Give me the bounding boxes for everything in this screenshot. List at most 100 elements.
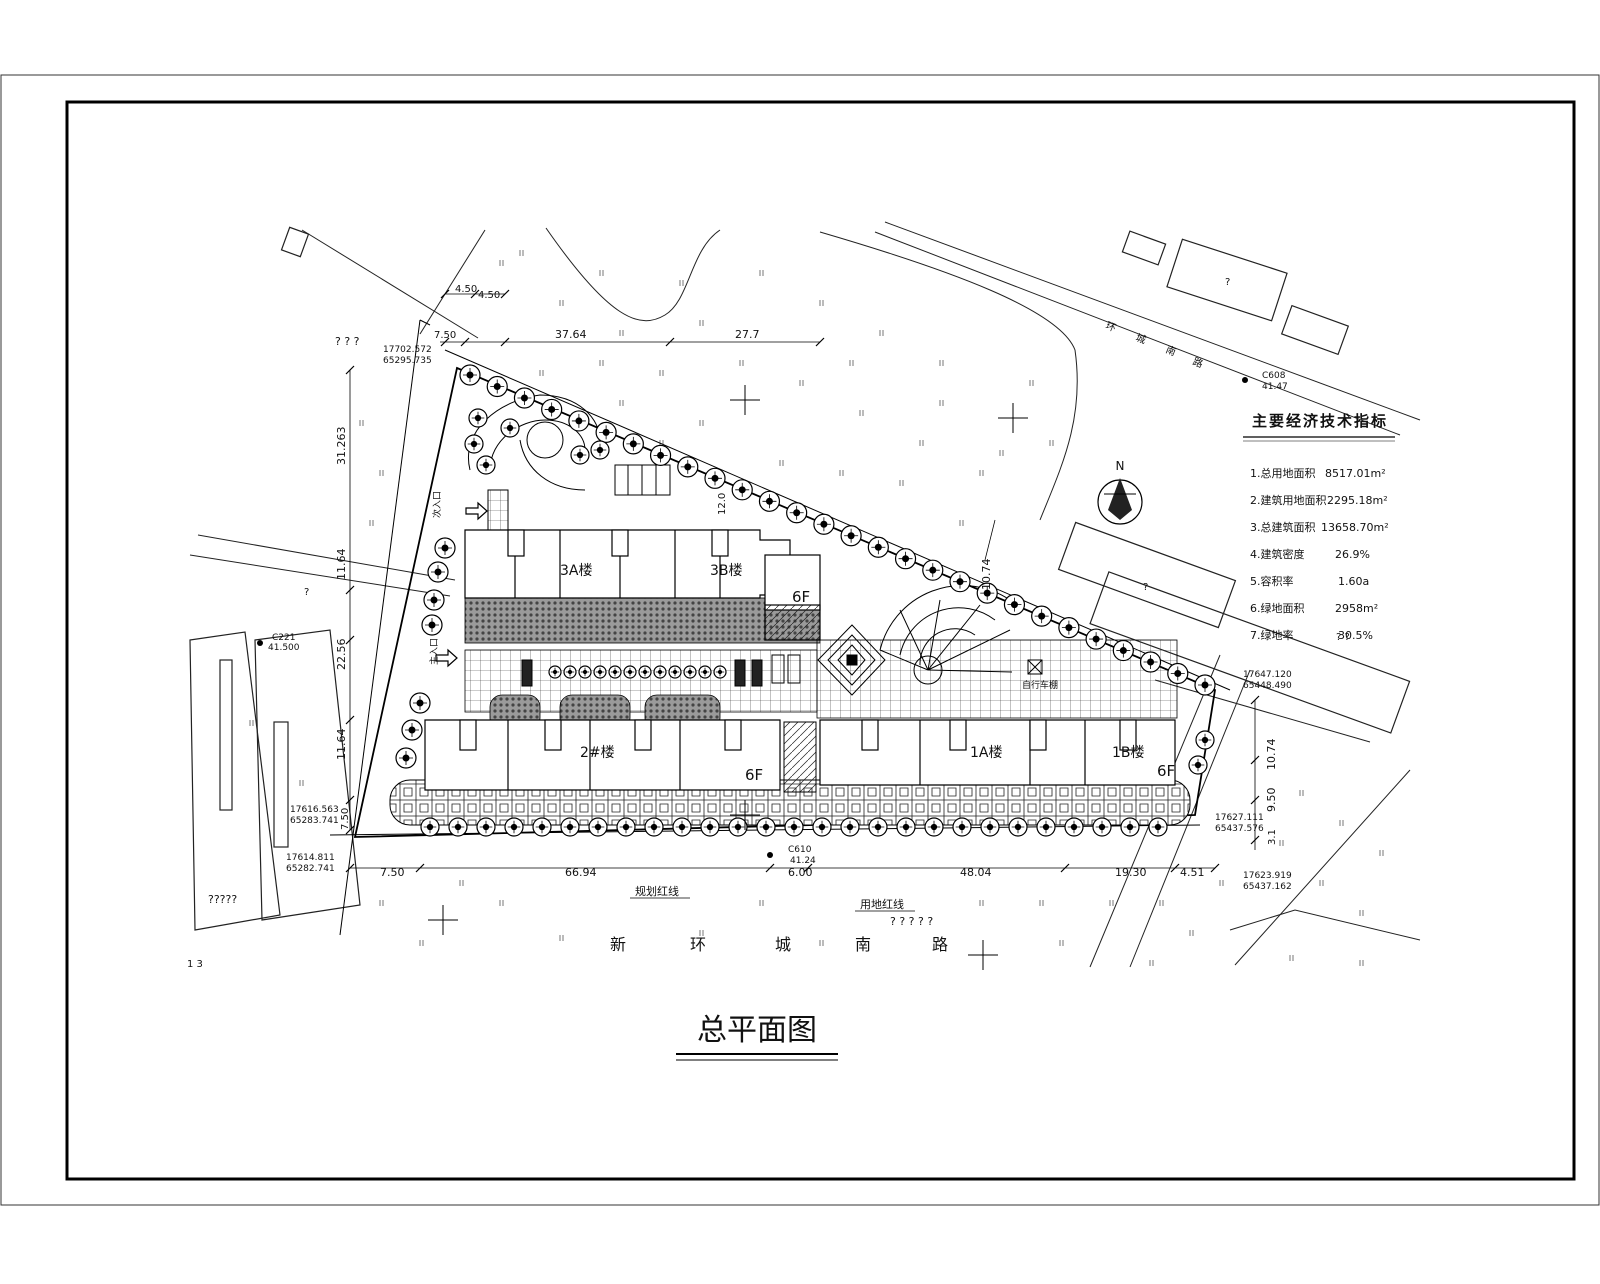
east-question-marks: ? ? xyxy=(1336,632,1350,643)
dim-top-1: 4.50 xyxy=(478,290,500,301)
grass-mark xyxy=(699,420,704,426)
svg-text:新: 新 xyxy=(610,935,626,954)
mark-east-building: ? xyxy=(1143,582,1148,593)
dimension-tick xyxy=(460,337,470,347)
indicator-value-5: 2958m² xyxy=(1335,602,1378,615)
grass-mark xyxy=(1049,440,1054,446)
tree-symbol xyxy=(758,490,781,512)
building-label-3a: 3A楼 xyxy=(560,563,592,579)
indicator-value-6: 30.5% xyxy=(1338,629,1373,642)
dimension-tick xyxy=(345,863,355,873)
grass-mark xyxy=(1149,960,1154,966)
grass-mark xyxy=(939,400,944,406)
dim-left-3: 11.64 xyxy=(335,729,348,761)
dimension-tick xyxy=(470,289,480,299)
tree-symbol xyxy=(1167,662,1189,685)
benchmark-elev-2: 41.47 xyxy=(1262,382,1288,392)
indicator-label-3: 4.建筑密度 xyxy=(1250,547,1305,561)
tree-symbol xyxy=(653,665,667,679)
building-3a-3b xyxy=(464,529,791,599)
grass-mark xyxy=(999,450,1004,456)
grass-mark xyxy=(1109,900,1114,906)
sheet-outer-border xyxy=(0,74,1600,1206)
grass-mark xyxy=(699,320,704,326)
tree-symbol xyxy=(728,817,748,837)
dimension-tick xyxy=(1250,835,1260,845)
svg-text:城: 城 xyxy=(775,935,791,954)
indicator-value-4: 1.60a xyxy=(1338,575,1369,588)
grass-mark xyxy=(839,470,844,476)
dimension-lines xyxy=(349,293,1256,869)
tree-symbol xyxy=(672,817,692,837)
tree-symbol xyxy=(476,817,496,837)
tree-symbol xyxy=(1058,616,1080,639)
grass-mark xyxy=(619,400,624,406)
road-question-marks: ? ? ? ? ? xyxy=(890,915,933,928)
grass-mark xyxy=(659,370,664,376)
building-6f-corner xyxy=(764,554,821,641)
road-name-side: 环 城 南 路 xyxy=(1104,321,1205,371)
building-label-2: 2#楼 xyxy=(580,745,615,761)
tree-symbol xyxy=(1112,639,1134,662)
indicator-value-0: 8517.01m² xyxy=(1325,467,1386,480)
tree-symbol xyxy=(731,479,753,501)
survey-crosshairs xyxy=(428,385,1028,970)
indicator-value-3: 26.9% xyxy=(1335,548,1370,561)
tree-symbol xyxy=(698,665,712,679)
tree-symbol xyxy=(949,571,971,593)
dimension-tick xyxy=(345,585,355,595)
coord-x-5: 17623.919 xyxy=(1243,871,1292,881)
tree-symbol xyxy=(616,817,636,837)
indicators-table: 主要经济技术指标 1.总用地面积 8517.01m² 2.建筑用地面积 2295… xyxy=(1243,412,1395,642)
grass-mark xyxy=(599,270,604,276)
dim-top-0: 4.50 xyxy=(455,284,477,295)
grass-mark xyxy=(419,940,424,946)
dim-bottom-1: 66.94 xyxy=(565,866,597,879)
tree-symbol xyxy=(421,614,443,636)
coord-x-4: 17627.111 xyxy=(1215,813,1264,823)
dimension-tick xyxy=(1210,863,1220,873)
tree-symbol xyxy=(756,817,776,837)
tree-symbol xyxy=(704,467,726,489)
dim-left-0: 31.263 xyxy=(335,427,348,466)
indicators-title: 主要经济技术指标 xyxy=(1252,412,1388,430)
grass-mark xyxy=(1279,840,1284,846)
grass-mark xyxy=(249,720,254,726)
dim-top-3: 37.64 xyxy=(555,328,587,341)
tree-symbol xyxy=(468,408,488,428)
tree-symbol xyxy=(1036,817,1056,837)
dimension-tick xyxy=(665,337,675,347)
tree-symbol xyxy=(868,817,888,837)
tree-symbol xyxy=(840,525,862,547)
grass-mark xyxy=(679,280,684,286)
tree-symbol xyxy=(980,817,1000,837)
tree-symbol xyxy=(459,364,481,386)
tree-symbol xyxy=(1195,730,1215,750)
tree-symbol xyxy=(623,665,637,679)
tree-symbol xyxy=(608,665,622,679)
tree-symbol xyxy=(1092,817,1112,837)
main-entrance-label: 主入口 xyxy=(428,638,440,665)
mark-west-building: ? xyxy=(304,587,309,598)
dim-left-2: 22.56 xyxy=(335,639,348,671)
grass-mark xyxy=(379,900,384,906)
planning-red-line-label: 规划红线 xyxy=(635,884,679,898)
grass-mark xyxy=(1339,820,1344,826)
svg-text:南: 南 xyxy=(1164,343,1178,359)
grass-mark xyxy=(1039,900,1044,906)
tree-symbol xyxy=(578,665,592,679)
tree-symbol xyxy=(541,398,563,421)
grass-mark xyxy=(1189,930,1194,936)
west-mark-3: 1 3 xyxy=(187,959,203,970)
dim-bottom-5: 4.51 xyxy=(1180,866,1205,879)
grass-mark xyxy=(739,360,744,366)
grass-mark xyxy=(369,520,374,526)
grass-mark xyxy=(559,935,564,941)
grass-mark xyxy=(879,330,884,336)
coord-x-0: 17702.572 xyxy=(383,345,432,355)
coordinate-labels: 17702.572 65295.735 17616.563 65283.741 … xyxy=(286,345,1292,892)
building-2 xyxy=(424,719,781,791)
dimension-tick xyxy=(1250,795,1260,805)
drawing-title: 总平面图 xyxy=(697,1013,817,1048)
